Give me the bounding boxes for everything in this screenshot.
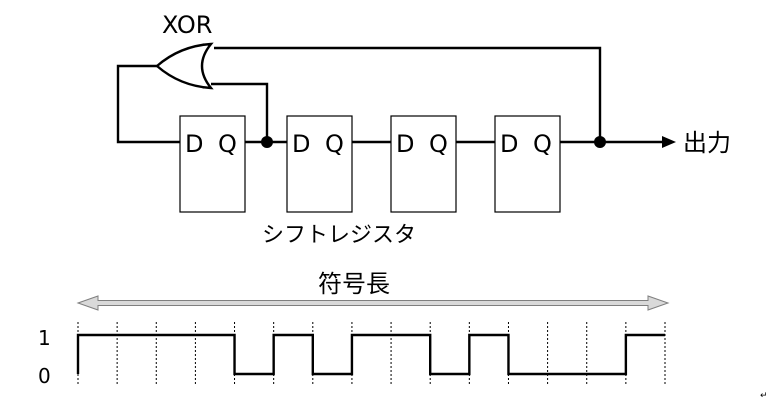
- flipflop-4: [494, 115, 561, 213]
- xor-gate-icon: [155, 42, 214, 90]
- y-label-zero: 0: [38, 364, 51, 388]
- xor-label: XOR: [162, 11, 212, 39]
- ff3-q-label: Q: [429, 130, 448, 158]
- waveform-grid: [77, 322, 666, 385]
- ff3-d-label: D: [396, 130, 414, 158]
- ff2-q-label: Q: [325, 130, 344, 158]
- waveform: 1 0: [38, 322, 666, 388]
- xor-output-wire: [116, 64, 180, 144]
- output-arrowhead: [662, 136, 676, 148]
- ff1-q-label: Q: [218, 130, 237, 158]
- shift-register-circuit: D Q D Q D Q D Q XOR 出力 シフトレジスタ: [116, 11, 731, 248]
- ff1-d-label: D: [185, 130, 203, 158]
- flipflop-2: [286, 115, 353, 213]
- flipflop-1: [179, 115, 246, 213]
- output-label: 出力: [683, 129, 731, 157]
- feedback-wire-ff1: [211, 82, 269, 142]
- flipflop-3: [390, 115, 457, 213]
- return-mark-icon: ↵: [760, 391, 768, 401]
- code-length-label: 符号長: [318, 270, 390, 298]
- code-length-indicator: 符号長: [76, 270, 670, 311]
- shift-register-label: シフトレジスタ: [262, 223, 416, 248]
- ff2-d-label: D: [292, 130, 310, 158]
- double-headed-arrow: [76, 295, 670, 311]
- ff4-d-label: D: [500, 130, 518, 158]
- ff4-q-label: Q: [533, 130, 552, 158]
- y-label-one: 1: [38, 326, 51, 350]
- feedback-wire-output: [214, 46, 602, 142]
- waveform-signal: [76, 333, 665, 376]
